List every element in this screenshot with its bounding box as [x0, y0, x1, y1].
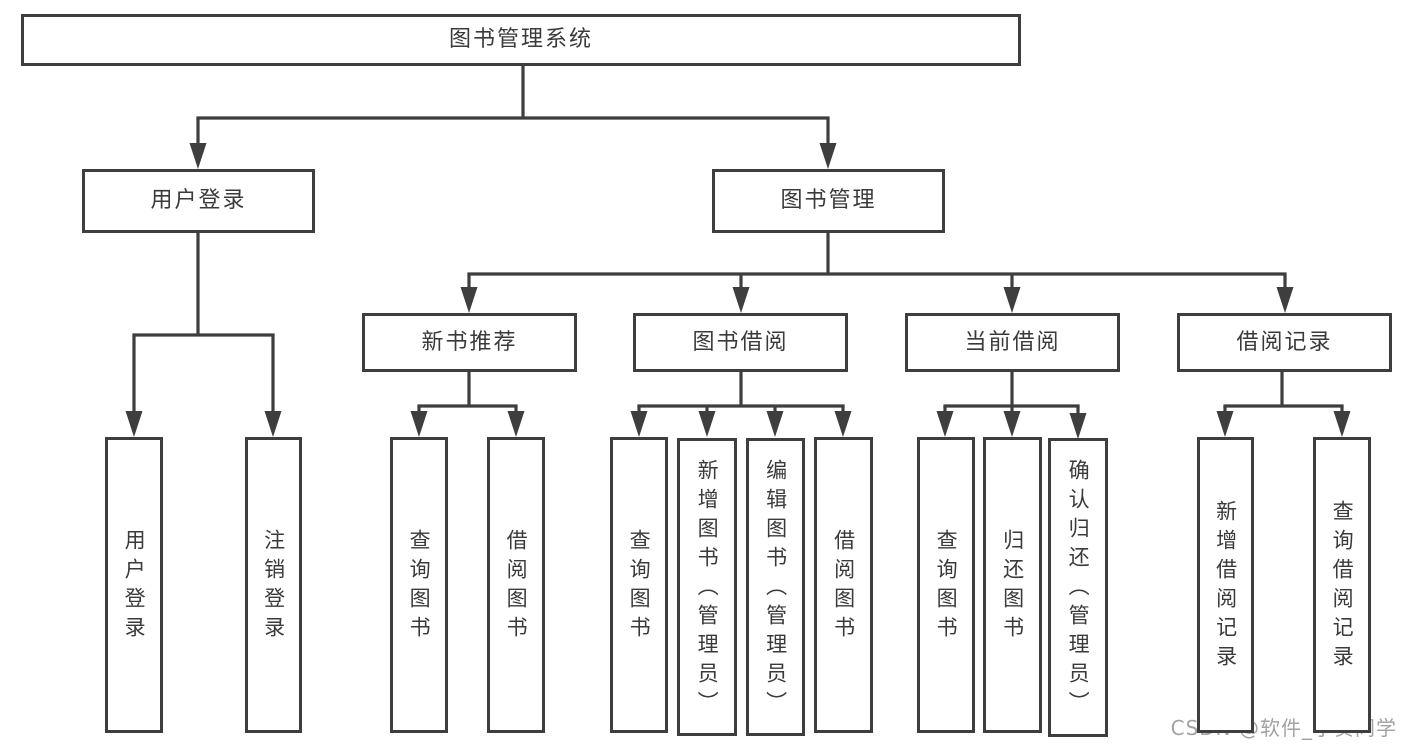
leaf-add-book-admin: 新增图书（管理员）	[677, 438, 737, 736]
node-library-management-system: 图书管理系统	[21, 14, 1021, 66]
node-borrowing-records: 借阅记录	[1177, 313, 1392, 372]
leaf-user-login: 用户登录	[105, 437, 163, 733]
node-user-login: 用户登录	[82, 169, 315, 233]
leaf-edit-book-admin: 编辑图书（管理员）	[746, 438, 805, 736]
leaf-borrow-books: 借阅图书	[814, 437, 873, 733]
leaf-rec-borrow-books: 借阅图书	[487, 437, 545, 733]
node-book-management: 图书管理	[712, 169, 945, 233]
leaf-query-borrow-record: 查询借阅记录	[1313, 437, 1371, 733]
leaf-confirm-return-admin: 确认归还（管理员）	[1048, 438, 1108, 737]
leaf-current-query-books: 查询图书	[917, 437, 975, 733]
leaf-logout: 注销登录	[245, 437, 302, 733]
node-book-borrowing: 图书借阅	[633, 313, 848, 372]
node-new-book-recommendation: 新书推荐	[362, 313, 577, 372]
leaf-borrow-query-books: 查询图书	[610, 437, 668, 733]
leaf-return-books: 归还图书	[983, 437, 1042, 733]
node-current-borrowing: 当前借阅	[905, 313, 1120, 372]
leaf-add-borrow-record: 新增借阅记录	[1197, 437, 1254, 733]
leaf-rec-query-books: 查询图书	[390, 437, 448, 733]
